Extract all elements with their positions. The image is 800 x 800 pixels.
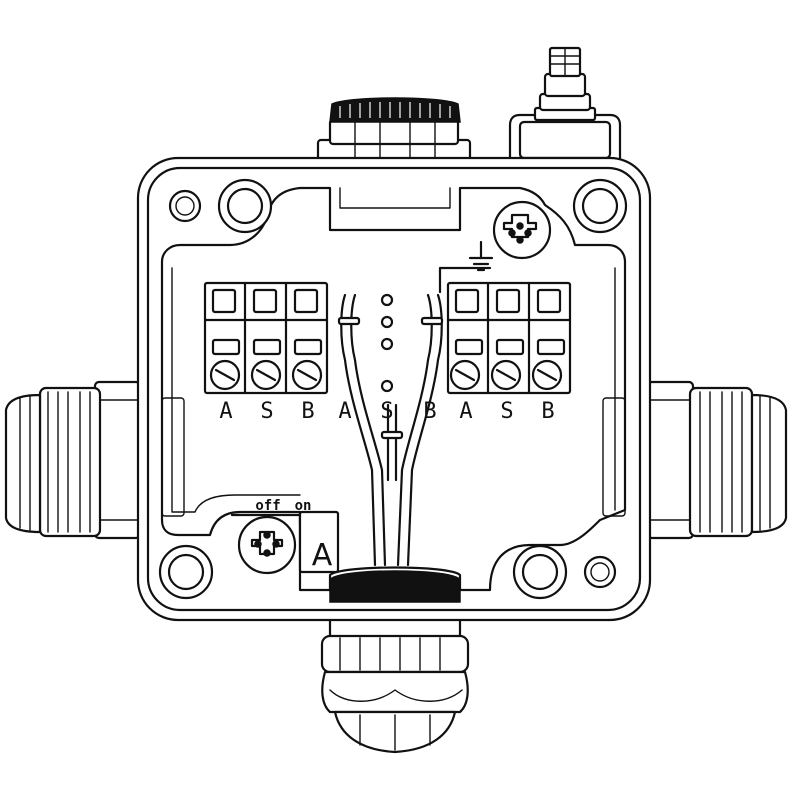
terminal-label-center-b: B — [423, 399, 436, 424]
corner-screws — [158, 178, 628, 600]
right-cable-gland — [646, 380, 788, 540]
switch-on-label: on — [295, 498, 312, 514]
switch-off-label: off — [255, 498, 280, 514]
left-terminal-block — [203, 281, 329, 395]
terminal-label-left-a: A — [219, 399, 232, 424]
switch-area — [230, 510, 340, 575]
terminal-label-left-b: B — [301, 399, 314, 424]
terminal-label-right-b: B — [541, 399, 554, 424]
right-terminal-block — [446, 281, 572, 395]
ground-symbol — [438, 240, 494, 294]
top-knob — [316, 97, 472, 168]
center-indicator-dots — [380, 293, 394, 393]
switch-position-label: A — [312, 538, 333, 573]
ground-screw — [492, 200, 552, 260]
left-cable-gland — [4, 380, 142, 540]
bottom-cable-gland — [320, 613, 470, 754]
terminal-label-right-s: S — [500, 399, 513, 424]
terminal-label-right-a: A — [459, 399, 472, 424]
terminal-label-center-a: A — [338, 399, 351, 424]
internal-wires — [329, 293, 461, 603]
earth-stud — [508, 46, 622, 160]
terminal-label-left-s: S — [260, 399, 273, 424]
terminal-labels: A S B A S B A S B — [219, 399, 554, 424]
switch-knob-icon — [250, 530, 284, 557]
enclosure — [136, 156, 652, 622]
terminal-label-center-s: S — [380, 399, 393, 424]
